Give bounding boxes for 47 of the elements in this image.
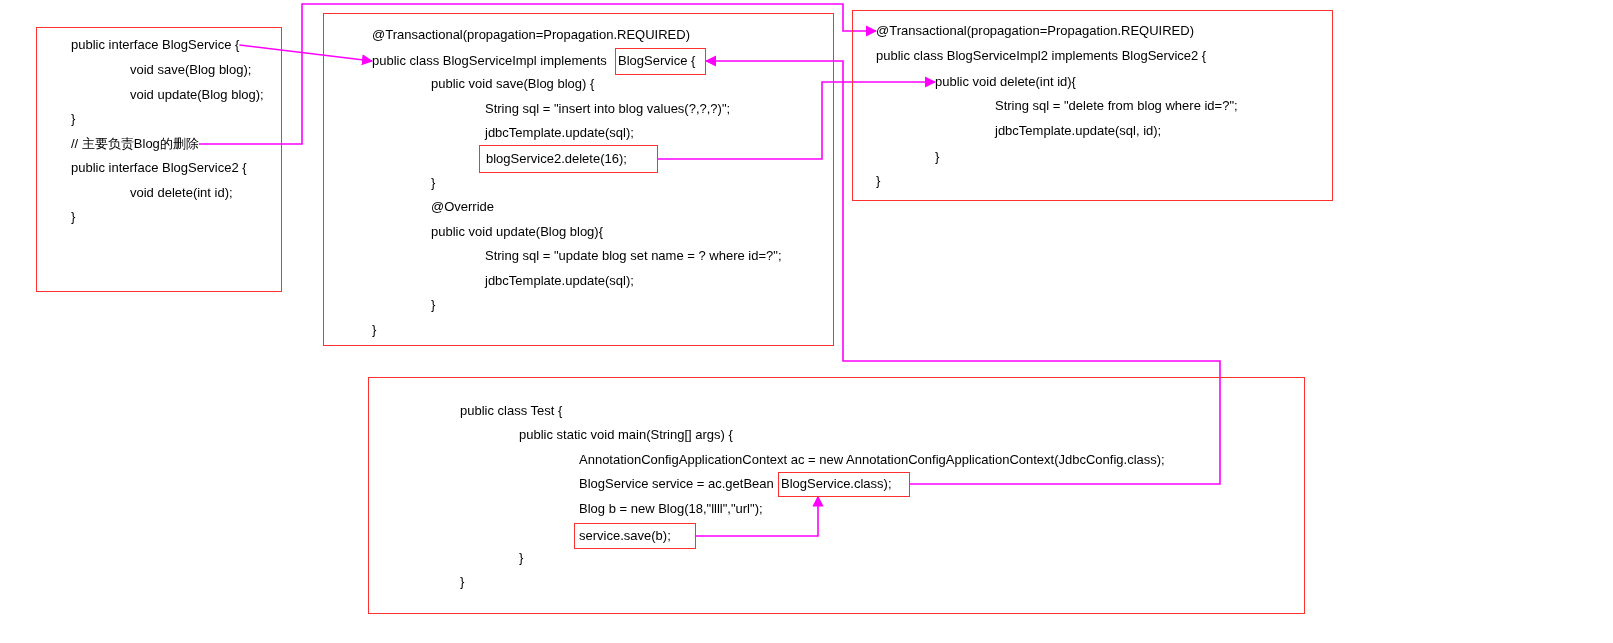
code-line: @Transactional(propagation=Propagation.REQUIRED) [372, 26, 690, 44]
code-line: // 主要负责Blog的删除 [71, 135, 199, 153]
arrow [704, 55, 1221, 485]
arrow [198, 3, 878, 145]
code-line: } [71, 110, 76, 128]
code-line: } [71, 208, 76, 226]
code-line: public static void main(String[] args) { [519, 426, 733, 444]
code-panel [323, 13, 834, 346]
code-line: public interface BlogService2 { [71, 159, 247, 177]
arrow [695, 495, 824, 537]
code-line: } [431, 174, 436, 192]
code-line: } [372, 321, 377, 339]
code-line: } [519, 549, 524, 567]
code-line: void delete(int id); [130, 184, 233, 202]
code-line: @Override [431, 198, 495, 216]
code-line: void save(Blog blog); [130, 61, 252, 79]
code-panel [36, 27, 282, 292]
code-line: BlogService service = ac.getBean [579, 475, 774, 493]
highlight-box: BlogService.class); [778, 471, 910, 497]
code-panel [368, 377, 1305, 614]
arrow [238, 44, 374, 66]
code-panel [852, 10, 1333, 201]
code-line: public void delete(int id){ [935, 73, 1076, 91]
code-line: String sql = "insert into blog values(?,?,?)"; [485, 100, 731, 118]
code-line: } [935, 148, 940, 166]
arrow [657, 76, 937, 160]
code-line: } [876, 172, 881, 190]
code-line: public class BlogServiceImpl implements [372, 52, 607, 70]
code-line: public class BlogServiceImpl2 implements BlogService2 { [876, 47, 1207, 65]
code-line: Blog b = new Blog(18,"llll","url"); [579, 500, 763, 518]
code-line: void update(Blog blog); [130, 86, 264, 104]
code-line: public class Test { [460, 402, 563, 420]
code-line: jdbcTemplate.update(sql, id); [995, 122, 1162, 140]
highlight-box: BlogService { [615, 47, 706, 75]
code-line: public void save(Blog blog) { [431, 75, 595, 93]
code-line: } [431, 296, 436, 314]
code-line: String sql = "delete from blog where id=?"; [995, 97, 1238, 115]
code-line: public interface BlogService { [71, 36, 240, 54]
code-line: jdbcTemplate.update(sql); [485, 272, 634, 290]
highlight-box: blogService2.delete(16); [479, 145, 658, 173]
code-line: } [460, 573, 465, 591]
code-line: @Transactional(propagation=Propagation.REQUIRED) [876, 22, 1194, 40]
code-line: public void update(Blog blog){ [431, 223, 603, 241]
code-line: String sql = "update blog set name = ? where id=?"; [485, 247, 782, 265]
code-line: jdbcTemplate.update(sql); [485, 124, 634, 142]
highlight-box: service.save(b); [574, 523, 696, 549]
code-line: AnnotationConfigApplicationContext ac = new AnnotationConfigApplicationContext(JdbcConfig.class); [579, 451, 1165, 469]
